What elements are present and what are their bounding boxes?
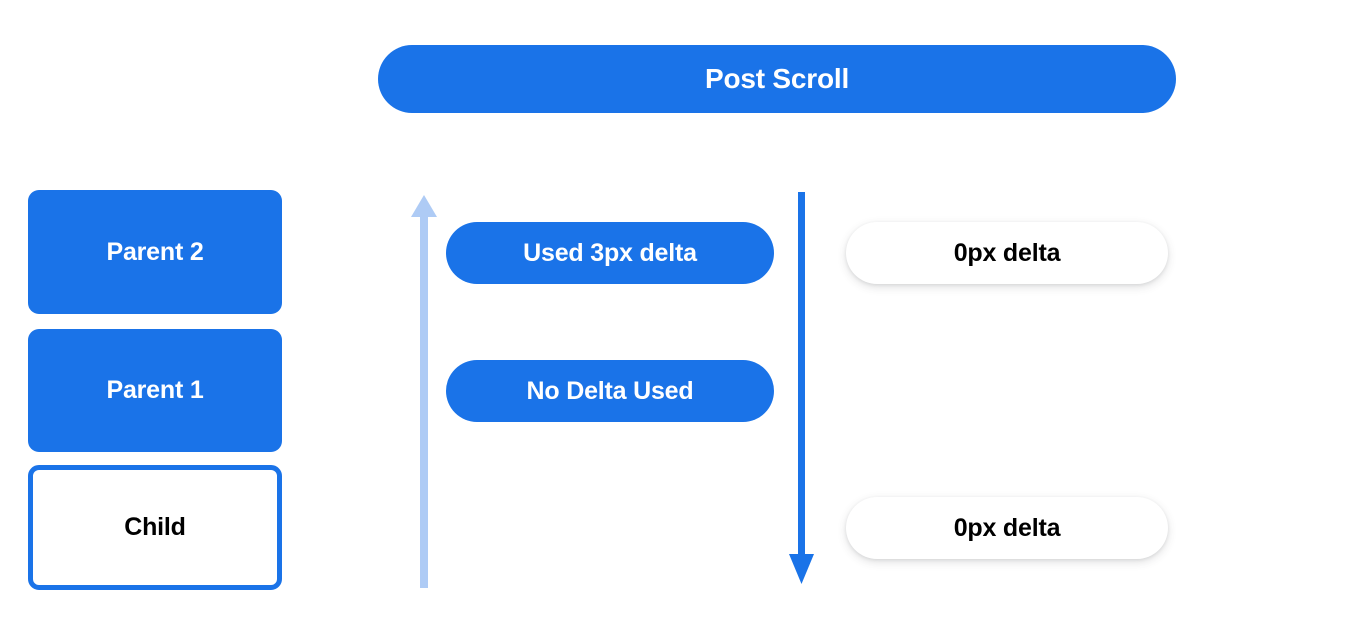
scroll-up-arrow-icon: [411, 195, 437, 588]
box-parent-1: Parent 1: [28, 329, 282, 452]
box-child: Child: [28, 465, 282, 590]
right-pill-delta-top-label: 0px delta: [953, 238, 1061, 267]
middle-pill-no-delta-label: No Delta Used: [526, 376, 694, 405]
right-pill-delta-bottom-label: 0px delta: [953, 513, 1061, 542]
box-parent-1-label: Parent 1: [106, 376, 204, 404]
box-parent-2-label: Parent 2: [106, 237, 204, 266]
middle-pill-used-delta: Used 3px delta: [446, 222, 774, 284]
box-child-label: Child: [124, 513, 186, 541]
scroll-down-arrow-icon: [789, 192, 814, 584]
right-pill-delta-bottom: 0px delta: [846, 497, 1168, 559]
middle-pill-used-delta-label: Used 3px delta: [523, 238, 697, 267]
post-scroll-header-label: Post Scroll: [704, 63, 850, 94]
middle-pill-no-delta: No Delta Used: [446, 360, 774, 422]
right-pill-delta-top: 0px delta: [846, 222, 1168, 284]
box-parent-2: Parent 2: [28, 190, 282, 314]
post-scroll-header: Post Scroll: [378, 45, 1176, 113]
